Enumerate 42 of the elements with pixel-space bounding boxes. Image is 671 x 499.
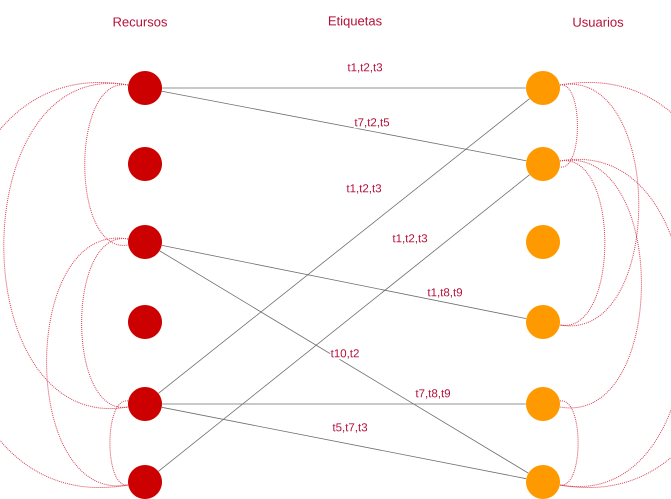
connector-line [162,90,527,162]
circle-node [526,147,560,181]
circle-node [526,465,560,499]
dotted-arc [559,160,671,486]
dotted-arc [559,400,579,486]
circle-node [128,465,162,499]
edge-label: t7,t8,t9 [414,388,452,400]
connector-line [159,250,529,474]
edge-label: t1,t2,t3 [346,184,382,194]
connector-line [161,406,527,480]
edge-label: t10,t2 [330,348,360,360]
dotted-arc [559,84,640,326]
column-heading: Usuarios [573,17,624,27]
dotted-arc [109,400,129,486]
dotted-arc [559,84,578,168]
dotted-arc [46,238,129,486]
column-heading: Recursos [114,17,167,27]
dotted-arc [559,160,606,326]
connector-line [161,244,527,319]
dotted-arc [559,160,642,408]
column-heading: Etiquetas [328,16,382,28]
dotted-arc [3,84,129,408]
dotted-arc [559,84,671,486]
circle-node [526,305,560,339]
edge-label: t1,t2,t3 [346,62,384,74]
circle-node [526,225,560,259]
edge-label: t7,t2,t5 [354,118,390,128]
edge-label: t1,t2,t3 [392,234,428,244]
connector-line [158,98,530,394]
dotted-arc [84,84,129,246]
circle-node [128,387,162,421]
edge-label: t1,t8,t9 [426,288,464,298]
circle-node [128,147,162,181]
circle-node [128,71,162,105]
connector-line [158,174,530,472]
circle-node [526,71,560,105]
circle-node [128,225,162,259]
circle-node [526,387,560,421]
dotted-arc [0,84,129,486]
edge-label: t5,t7,t3 [332,422,368,434]
circle-node [128,305,162,339]
dotted-arc [81,238,129,408]
